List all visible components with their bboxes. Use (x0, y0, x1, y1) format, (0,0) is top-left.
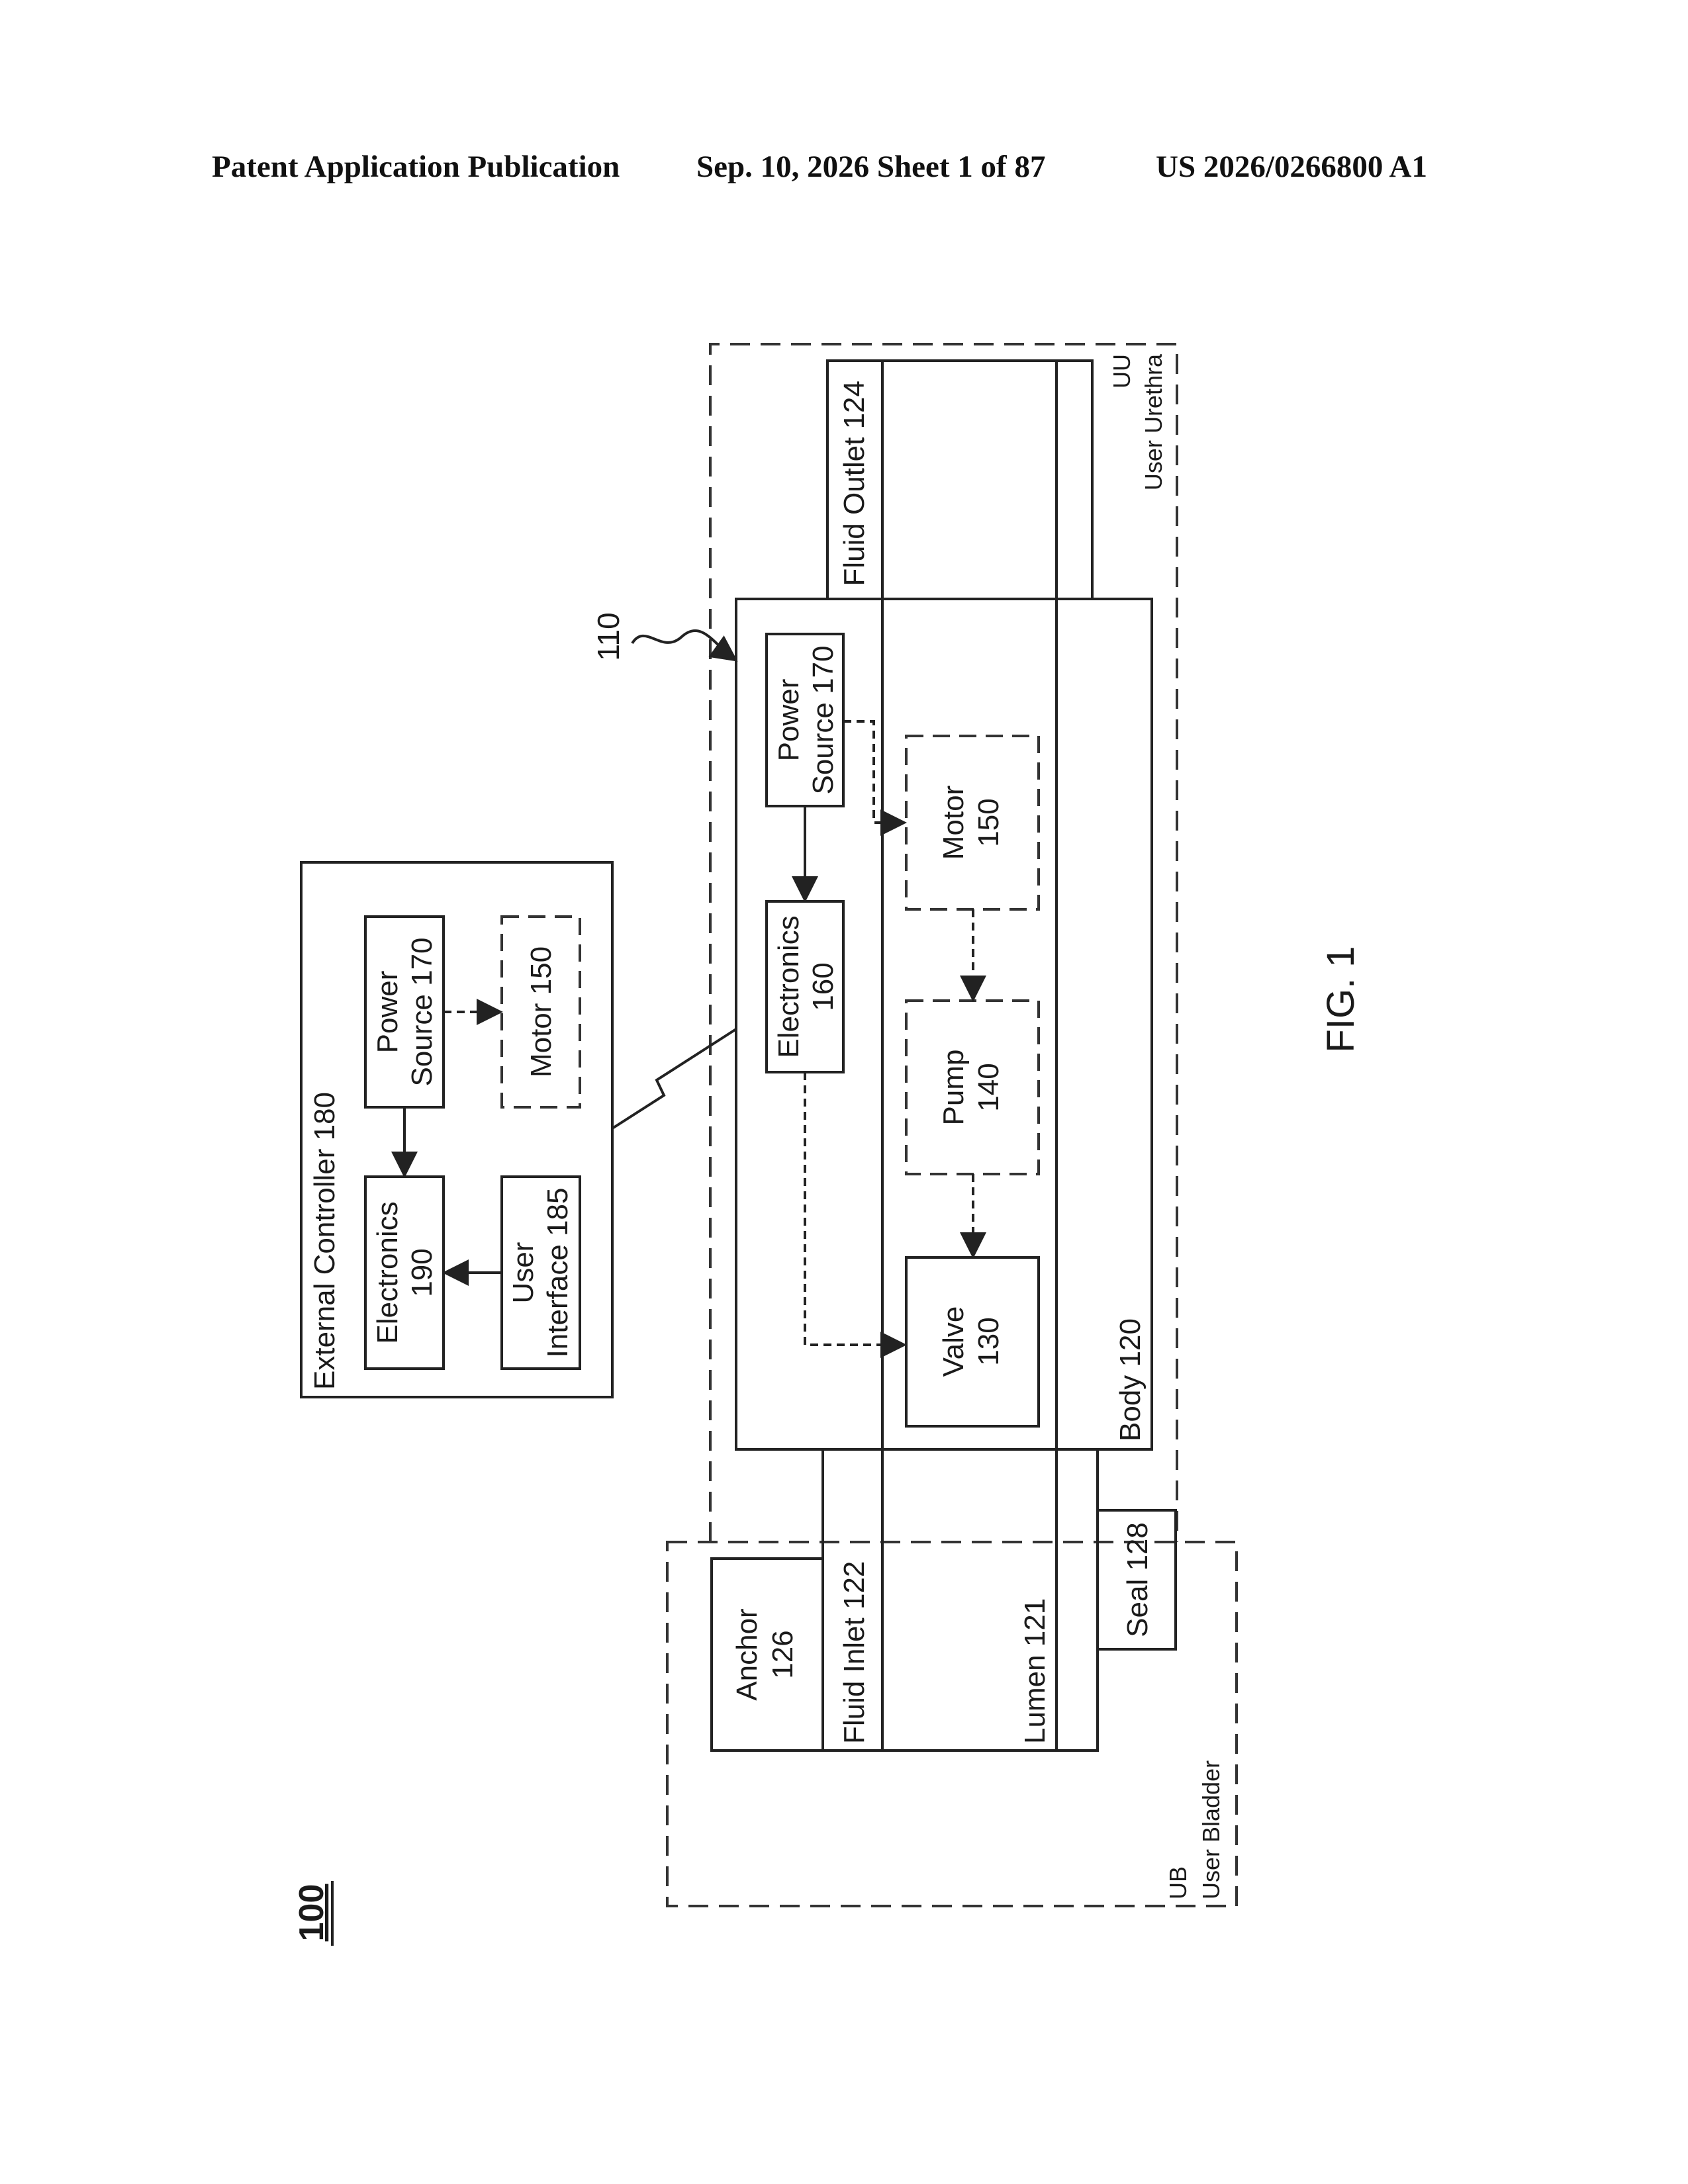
pump-140-label-line2: 140 (972, 1063, 1005, 1111)
user-interface-label-line2: Interface 185 (541, 1188, 574, 1358)
uu-label: UU (1108, 354, 1135, 388)
valve-130-label-line2: 130 (972, 1317, 1005, 1365)
power-to-motor-arrow (843, 721, 902, 823)
user-urethra-label: User Urethra (1140, 353, 1167, 490)
ext-controller-label: External Controller 180 (308, 1092, 341, 1390)
electronics-to-valve-arrow (805, 1072, 902, 1345)
device-ref-leader (632, 631, 733, 659)
electronics-160-label-line1: Electronics (773, 915, 805, 1058)
fluid-inlet-label: Fluid Inlet 122 (838, 1561, 870, 1744)
ext-electronics-label-line1: Electronics (371, 1201, 404, 1343)
power-source-label-line2: Source 170 (807, 645, 839, 794)
seal-128-label: Seal 128 (1121, 1522, 1154, 1637)
valve-130-label-line1: Valve (937, 1306, 970, 1377)
anchor-label-line1: Anchor (731, 1608, 763, 1700)
wireless-link (612, 1029, 736, 1128)
ext-power-label-line1: Power (371, 971, 404, 1054)
power-source-label-line1: Power (773, 679, 805, 762)
device-ref-number: 110 (591, 612, 626, 660)
ext-power-label-line2: Source 170 (406, 937, 438, 1086)
figure-caption: FIG. 1 (1319, 946, 1362, 1052)
lumen-121-label: Lumen 121 (1019, 1598, 1051, 1744)
ext-electronics-label-line2: 190 (406, 1248, 438, 1297)
figure-ref-number: 100 (293, 1884, 331, 1942)
pump-140-label-line1: Pump (937, 1050, 970, 1126)
anchor-label-line2: 126 (767, 1630, 799, 1678)
electronics-160-label-line2: 160 (807, 962, 839, 1011)
motor-150-label-line2: 150 (972, 798, 1005, 846)
ext-motor-label: Motor 150 (525, 946, 557, 1077)
motor-150-label-line1: Motor (937, 786, 970, 860)
fluid-outlet-label: Fluid Outlet 124 (838, 381, 870, 586)
ub-label: UB (1164, 1866, 1192, 1899)
body-120-label: Body 120 (1114, 1318, 1147, 1441)
user-interface-label-line1: User (507, 1242, 539, 1304)
user-bladder-label: User Bladder (1197, 1760, 1225, 1899)
